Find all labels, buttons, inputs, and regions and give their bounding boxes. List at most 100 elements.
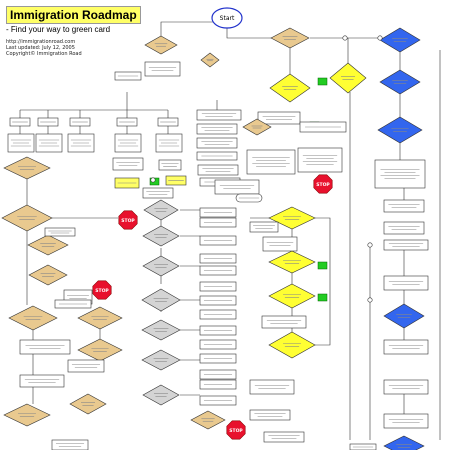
process-box — [44, 227, 76, 237]
text-placeholder — [302, 155, 338, 165]
process-box — [199, 265, 237, 276]
process-box — [19, 374, 65, 388]
process-box — [114, 133, 142, 153]
text-placeholder — [388, 243, 424, 247]
connector — [160, 21, 227, 36]
text-placeholder — [380, 169, 420, 179]
process-box — [374, 159, 426, 189]
process-box — [199, 339, 237, 350]
decision-diamond — [268, 331, 316, 359]
process-box — [199, 253, 237, 264]
decision-diamond — [268, 206, 316, 230]
process-box — [249, 379, 295, 395]
text-placeholder — [392, 38, 408, 42]
process-box — [142, 187, 174, 199]
meta-info: http://immigrationroad.com Last updated:… — [6, 39, 156, 57]
decision-diamond — [77, 338, 123, 362]
stop-label: STOP — [316, 182, 330, 188]
stop-sign: STOP — [92, 280, 112, 300]
process-box — [196, 123, 238, 135]
text-placeholder — [153, 264, 169, 268]
decision-diamond — [3, 403, 51, 427]
process-box — [67, 133, 95, 153]
text-placeholder — [40, 243, 56, 247]
decision-diamond — [142, 255, 180, 277]
decision-diamond — [242, 118, 272, 136]
process-box — [37, 117, 59, 127]
stop-label: STOP — [229, 428, 243, 434]
text-placeholder — [282, 36, 298, 40]
process-box — [199, 207, 237, 218]
text-placeholder — [48, 230, 72, 234]
text-placeholder — [391, 128, 409, 132]
start-label: Start — [220, 15, 235, 22]
decision-diamond — [269, 73, 311, 103]
process-box — [383, 199, 425, 213]
text-placeholder — [201, 127, 233, 131]
text-placeholder — [251, 125, 263, 129]
text-placeholder — [23, 316, 43, 320]
page-subtitle: - Find your way to green card — [6, 25, 111, 34]
decision-diamond — [190, 410, 226, 430]
text-placeholder — [158, 139, 180, 147]
text-placeholder — [153, 234, 169, 238]
process-box — [297, 147, 343, 173]
text-placeholder — [283, 260, 301, 264]
text-placeholder — [70, 139, 92, 147]
process-box — [114, 71, 142, 81]
decision-diamond — [377, 116, 423, 144]
process-box — [51, 439, 89, 450]
decision-diamond — [141, 288, 181, 312]
decision-diamond — [329, 62, 367, 94]
process-box — [249, 409, 291, 421]
decision-diamond — [379, 27, 421, 53]
decision-diamond — [270, 27, 310, 49]
process-box — [114, 177, 140, 189]
process-box — [144, 61, 181, 77]
process-box — [155, 133, 183, 153]
text-placeholder — [24, 379, 60, 383]
decision-diamond — [200, 52, 220, 68]
junction — [150, 177, 156, 183]
stop-sign: STOP — [226, 420, 246, 440]
process-box — [199, 369, 237, 380]
text-placeholder — [154, 208, 168, 212]
process-box — [383, 239, 429, 251]
text-placeholder — [153, 298, 169, 302]
process-box — [199, 379, 237, 390]
process-box — [196, 151, 238, 161]
process-box — [199, 235, 237, 246]
stop-sign: STOP — [313, 174, 333, 194]
meta-updated: Last updated: July 12, 2005 — [6, 45, 75, 51]
text-placeholder — [67, 295, 89, 299]
text-placeholder — [388, 204, 420, 208]
text-placeholder — [153, 328, 169, 332]
text-placeholder — [117, 139, 139, 147]
decision-diamond — [142, 384, 180, 406]
start-node[interactable]: Start — [211, 7, 243, 29]
decision-diamond — [28, 264, 68, 286]
text-placeholder — [91, 316, 109, 320]
text-placeholder — [283, 343, 301, 347]
text-placeholder — [392, 80, 408, 84]
decision-diamond — [27, 234, 69, 256]
text-placeholder — [388, 385, 424, 389]
process-box — [199, 353, 237, 364]
process-box — [246, 149, 296, 175]
process-box — [257, 111, 301, 125]
process-box — [197, 164, 239, 176]
page-title: Immigration Roadmap — [6, 6, 141, 24]
process-box — [196, 109, 242, 121]
process-box — [249, 221, 279, 233]
process-box — [35, 133, 63, 153]
decision-diamond — [142, 225, 180, 247]
text-placeholder — [254, 413, 286, 417]
junction — [367, 242, 373, 248]
process-box — [7, 133, 35, 153]
process-box — [158, 159, 182, 171]
green-marker — [317, 293, 328, 302]
text-placeholder — [18, 166, 36, 170]
text-placeholder — [40, 273, 56, 277]
decision-diamond — [141, 319, 181, 341]
text-placeholder — [201, 113, 237, 117]
